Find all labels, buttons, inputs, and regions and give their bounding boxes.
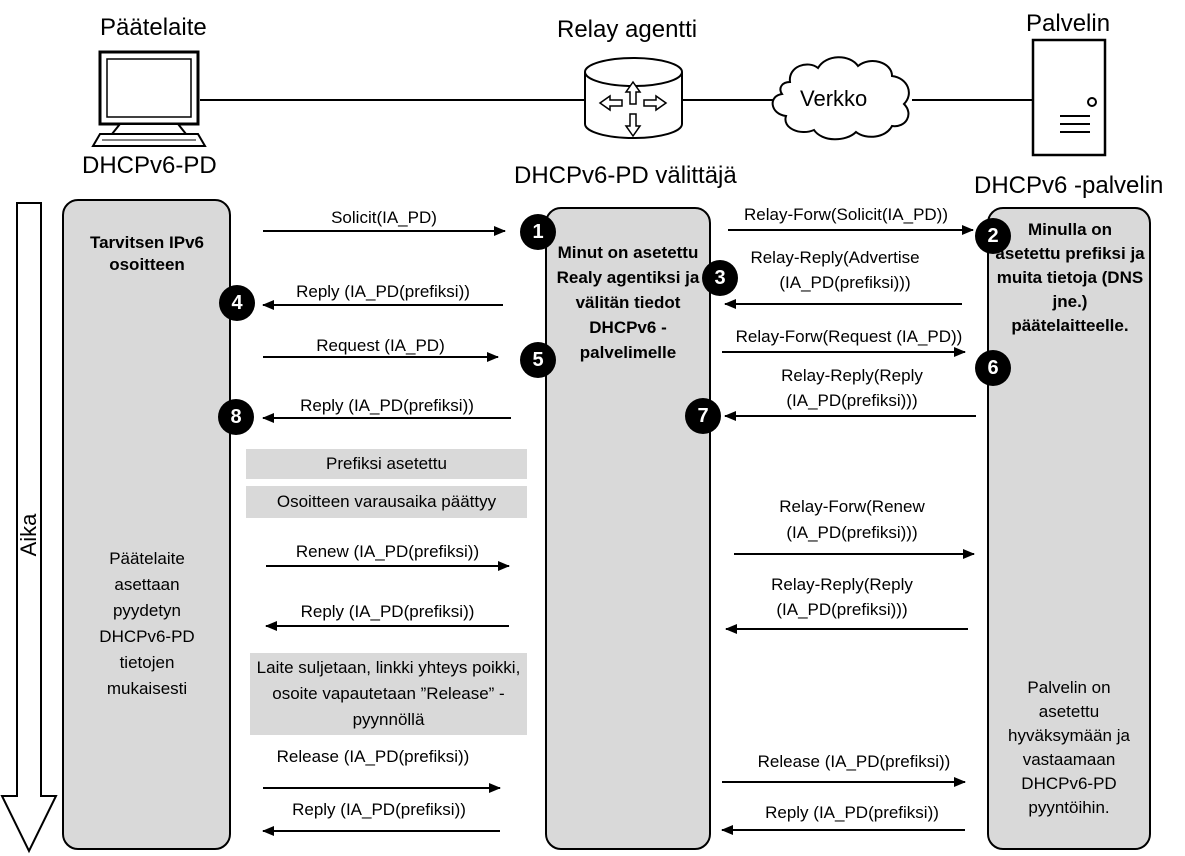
msg-reply-8: Reply (IA_PD(prefiksi)) [300, 396, 474, 415]
step-badge-7: 7 [685, 398, 721, 434]
client-column [62, 199, 231, 850]
msg-relay-forw-renew-2: (IA_PD(prefiksi))) [786, 523, 918, 542]
cloud-icon [771, 56, 910, 141]
msg-release-server: Release (IA_PD(prefiksi)) [757, 752, 951, 771]
note-prefix-set: Prefiksi asetettu [246, 449, 527, 479]
step-badge-1: 1 [520, 214, 556, 250]
client-caption: DHCPv6-PD [82, 152, 217, 179]
msg-relay-reply-renew-1: Relay-Reply(Reply [771, 575, 913, 594]
relay-title: Relay agentti [557, 16, 698, 43]
note-lease-ends: Osoitteen varausaika päättyy [246, 486, 527, 518]
note-shutdown: Laite suljetaan, linkki yhteys poikki, o… [250, 653, 527, 735]
client-title: Päätelaite [100, 14, 207, 41]
server-accept-text: Palvelin on asetettu hyväksymään ja vast… [1008, 678, 1130, 817]
step-badge-6: 6 [975, 350, 1011, 386]
server-title: Palvelin [1026, 10, 1111, 37]
relay-column [545, 207, 711, 850]
msg-request: Request (IA_PD) [316, 336, 445, 355]
network-label: Verkko [800, 86, 868, 111]
msg-reply-renew: Reply (IA_PD(prefiksi)) [300, 602, 475, 621]
step-badge-4: 4 [219, 285, 255, 321]
client-need-text: Tarvitsen IPv6 osoitteen [89, 233, 205, 274]
server-caption: DHCPv6 -palvelin [974, 172, 1164, 199]
client-configured-text: Päätelaite asettaan pyydetyn DHCPv6-PD t… [99, 549, 195, 698]
step-badge-5: 5 [520, 342, 556, 378]
timeline-label: Aika [16, 513, 41, 557]
msg-relay-reply-renew-2: (IA_PD(prefiksi))) [776, 600, 908, 619]
relay-caption: DHCPv6-PD välittäjä [514, 162, 737, 189]
relay-description: Minut on asetettu Realy agentiksi ja väl… [556, 243, 700, 362]
step-badge-3: 3 [702, 260, 738, 296]
msg-relay-forw-solicit: Relay-Forw(Solicit(IA_PD)) [743, 205, 949, 224]
msg-release: Release (IA_PD(prefiksi)) [276, 747, 470, 766]
msg-relay-reply-2: (IA_PD(prefiksi))) [786, 391, 918, 410]
server-description: Minulla on asetettu prefiksi ja muita ti… [995, 220, 1145, 335]
msg-relay-reply-advertise-2: (IA_PD(prefiksi))) [779, 273, 911, 292]
msg-renew: Renew (IA_PD(prefiksi)) [295, 542, 480, 561]
step-badge-8: 8 [218, 399, 254, 435]
msg-relay-reply-advertise-1: Relay-Reply(Advertise [750, 248, 920, 267]
msg-reply-server: Reply (IA_PD(prefiksi)) [765, 803, 939, 822]
time-axis-arrow [0, 202, 58, 854]
msg-reply-release: Reply (IA_PD(prefiksi)) [292, 800, 466, 819]
computer-icon [91, 50, 207, 147]
msg-relay-forw-request: Relay-Forw(Request (IA_PD)) [735, 327, 963, 346]
msg-solicit: Solicit(IA_PD) [331, 208, 437, 227]
step-badge-2: 2 [975, 218, 1011, 254]
msg-relay-forw-renew-1: Relay-Forw(Renew [779, 497, 925, 516]
server-column [987, 207, 1151, 850]
msg-reply-4: Reply (IA_PD(prefiksi)) [296, 282, 470, 301]
msg-relay-reply-1: Relay-Reply(Reply [781, 366, 923, 385]
server-icon [1031, 38, 1107, 157]
router-icon [584, 57, 683, 139]
